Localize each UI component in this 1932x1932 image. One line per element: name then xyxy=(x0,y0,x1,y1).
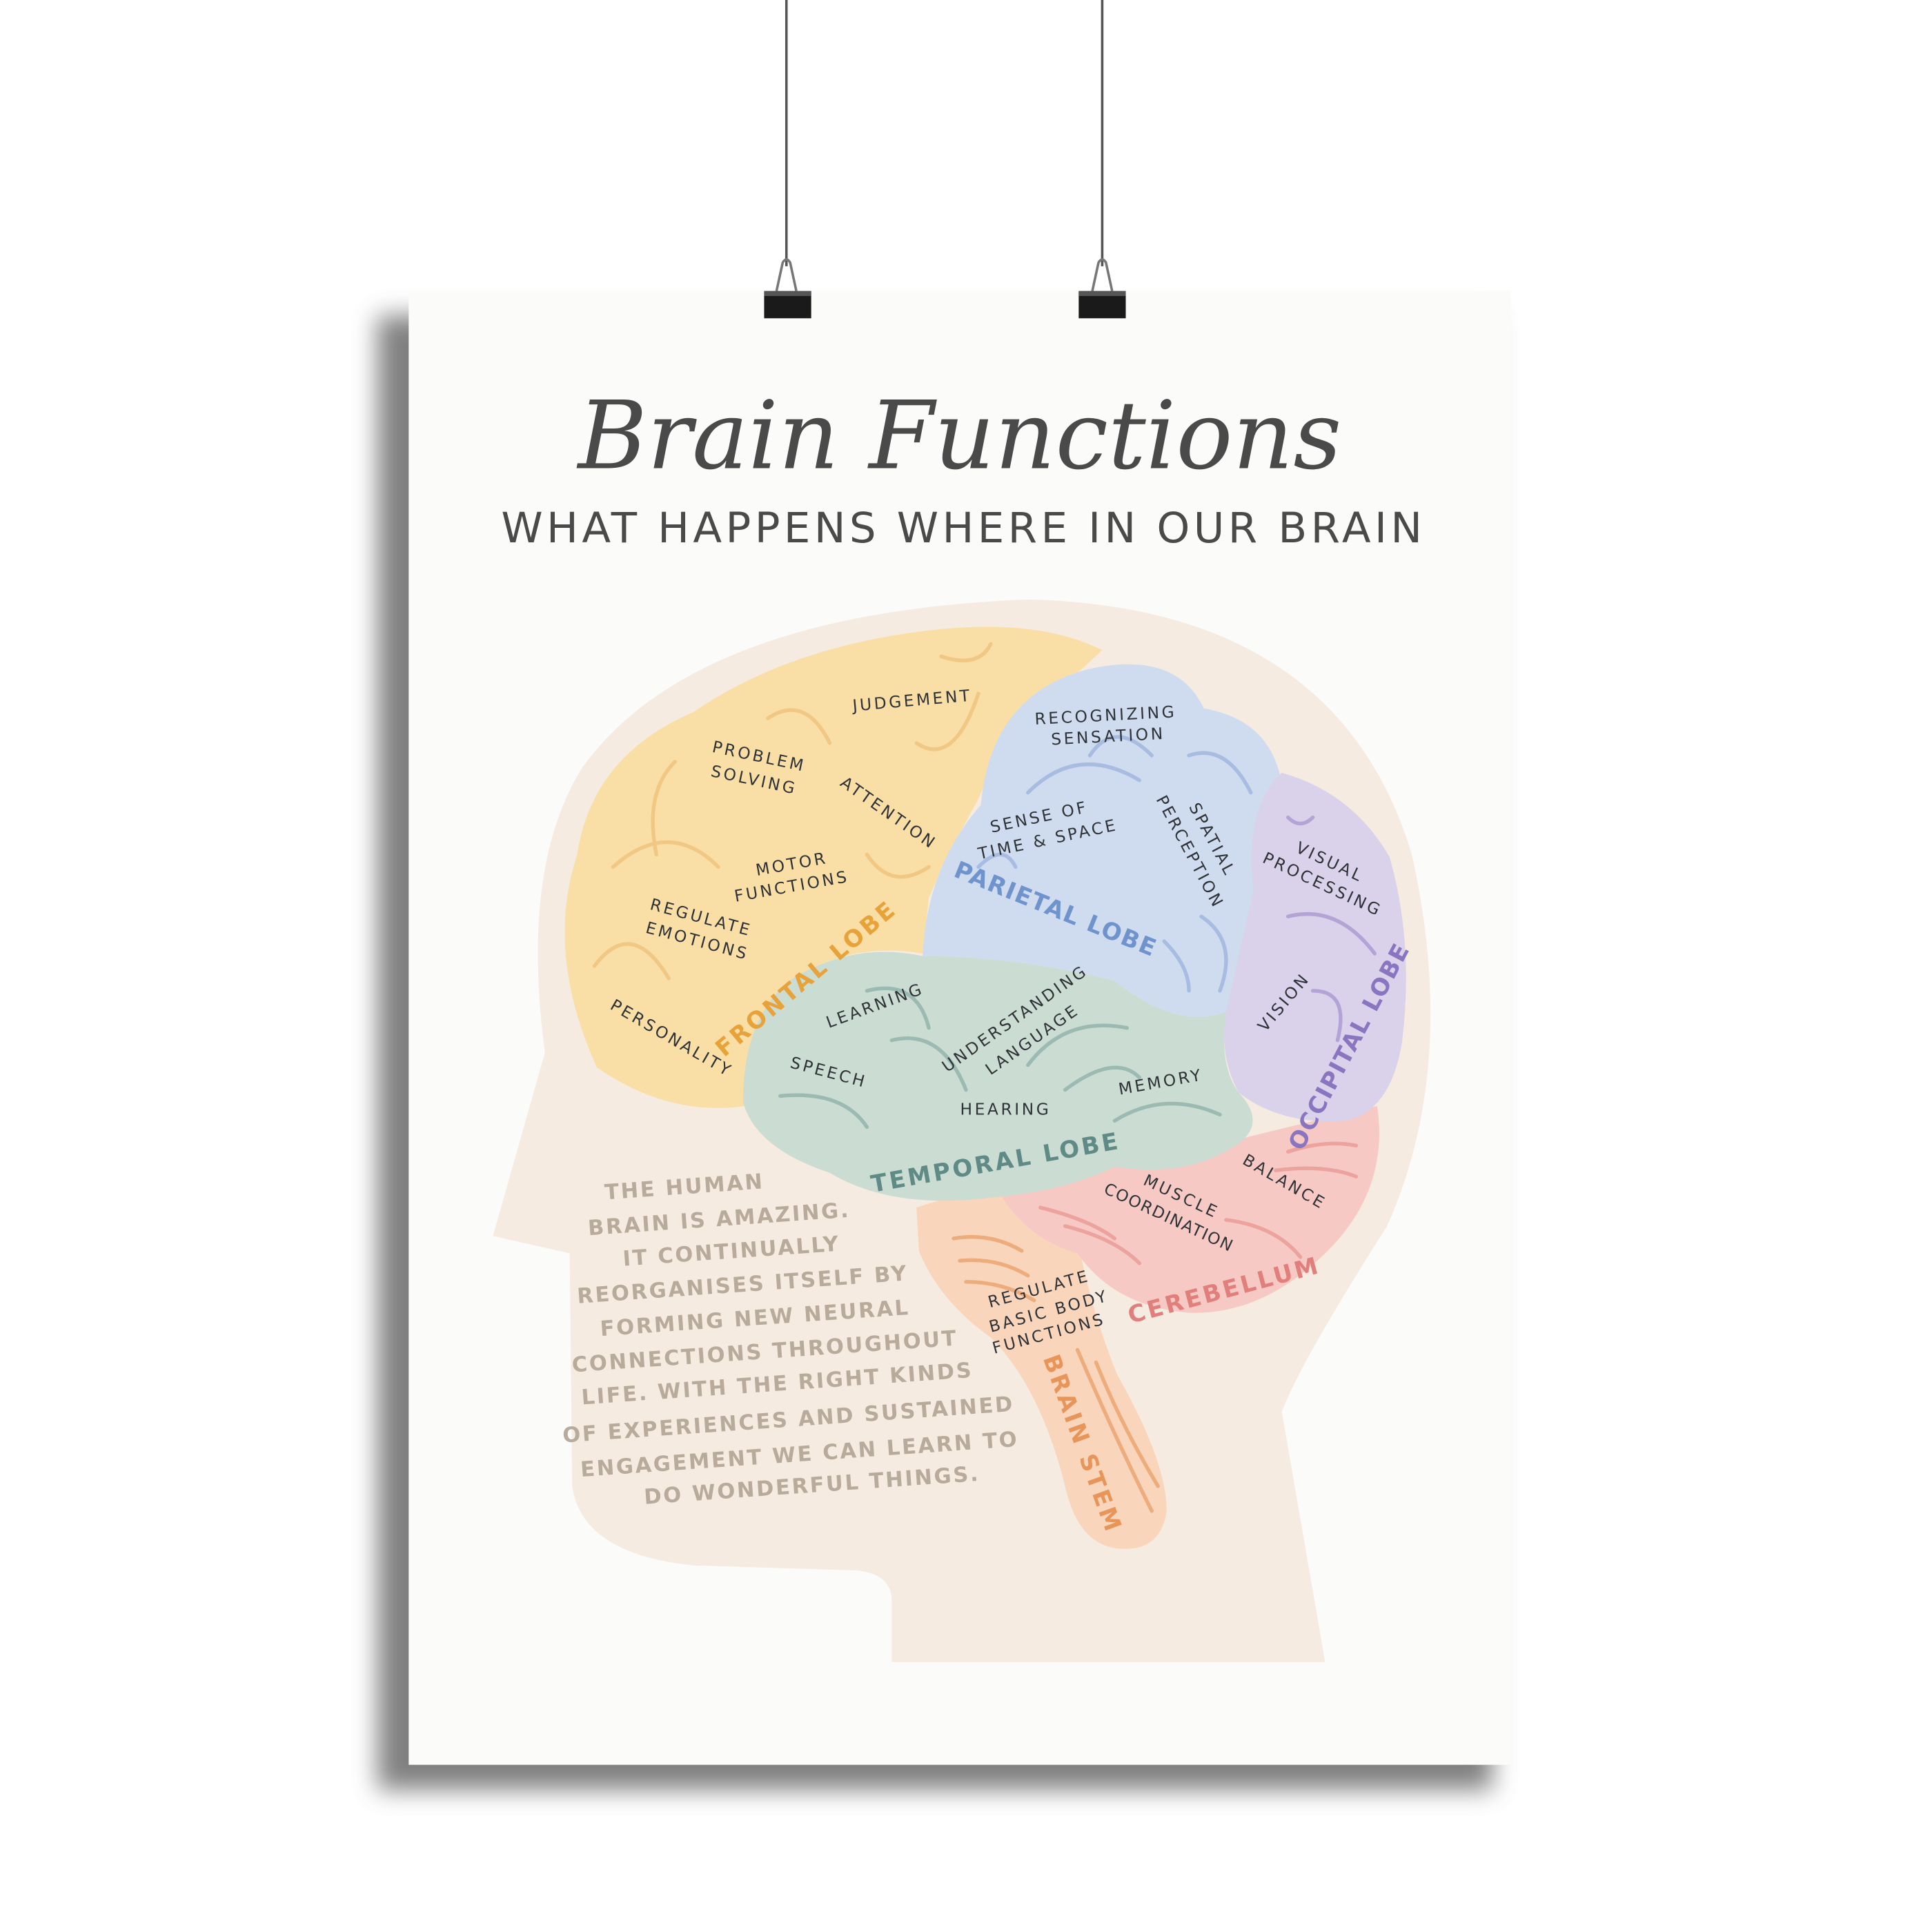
frontal-veins xyxy=(592,642,993,980)
brain-stem-veins xyxy=(952,1234,1160,1513)
occipital-veins xyxy=(1285,815,1377,1043)
temporal-veins xyxy=(778,986,1222,1130)
binder-clip-left xyxy=(764,258,811,319)
poster-subtitle: WHAT HAPPENS WHERE IN OUR BRAIN xyxy=(501,504,1426,553)
cerebellum-veins xyxy=(1038,1141,1359,1265)
occipital-lobe-region xyxy=(1223,773,1406,1123)
label-hearing: HEARING xyxy=(960,1099,1051,1118)
poster-title: Brain Functions xyxy=(576,381,1342,491)
parietal-veins xyxy=(976,735,1253,993)
brain-stem-region xyxy=(916,1186,1167,1549)
temporal-lobe-region xyxy=(742,952,1253,1201)
binder-clip-right xyxy=(1078,258,1126,319)
frontal-lobe-region xyxy=(564,627,1103,1108)
cerebellum-region xyxy=(996,1105,1379,1313)
